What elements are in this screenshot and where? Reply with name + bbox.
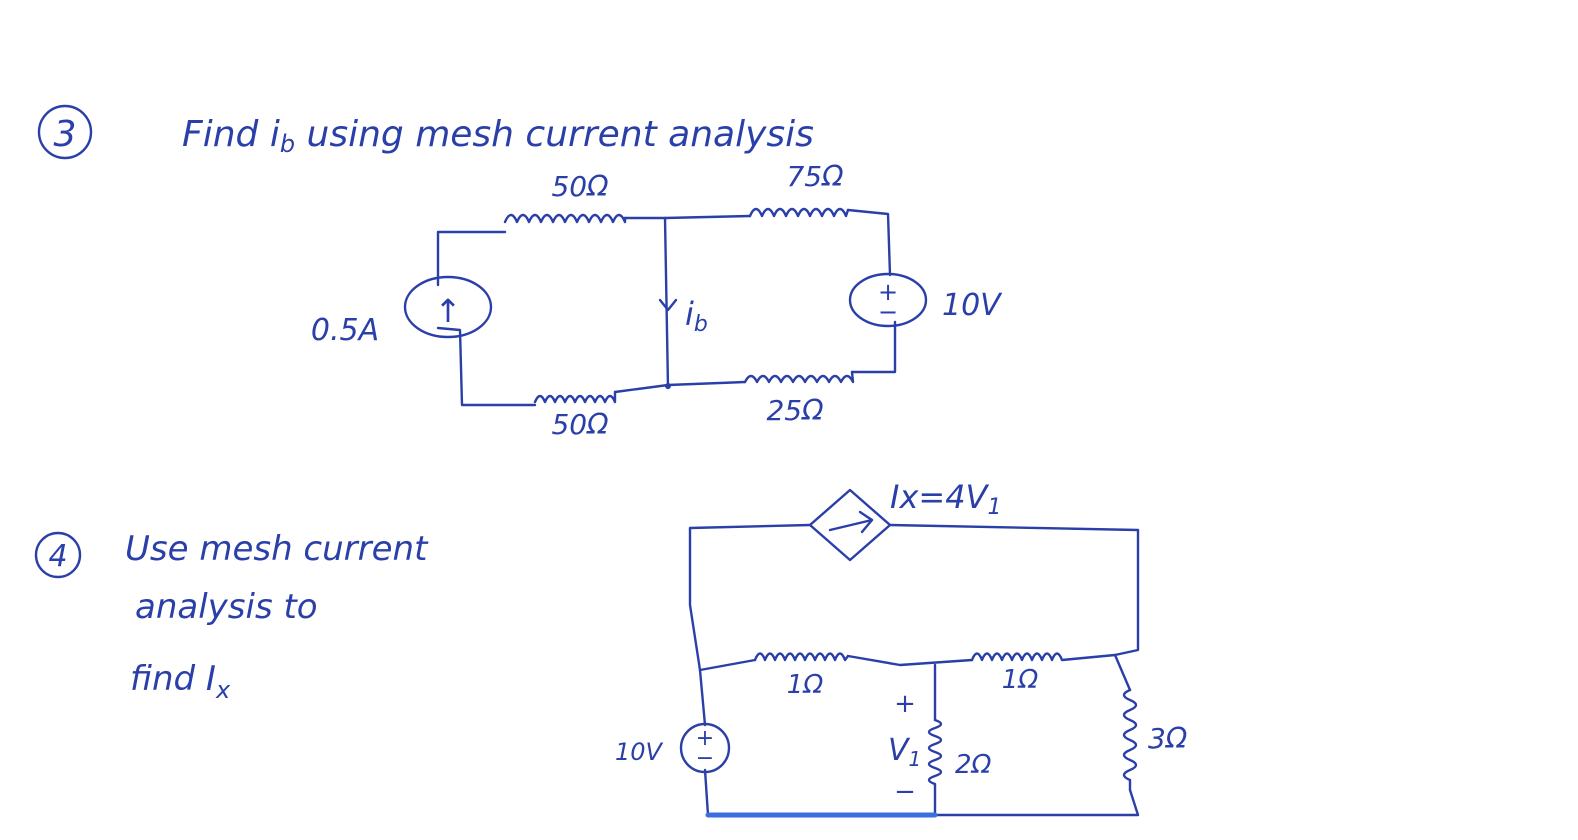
problem-3-prompt: Find ib using mesh current analysis bbox=[182, 114, 814, 158]
resistor-75-top bbox=[748, 207, 850, 218]
label-25-bottom: 25Ω bbox=[766, 394, 824, 427]
dependent-current-source-icon bbox=[808, 488, 892, 562]
resistor-25-bottom bbox=[743, 370, 855, 384]
resistor-3-right bbox=[1122, 688, 1138, 792]
problem-4-prompt-line-1: Use mesh current bbox=[125, 529, 429, 569]
label-75-top: 75Ω bbox=[786, 160, 844, 193]
problem-4-wires bbox=[688, 523, 1140, 818]
dependent-source-label: Ix=4V1 bbox=[890, 478, 1001, 520]
resistor-1-right bbox=[970, 652, 1117, 662]
svg-text:−: − bbox=[696, 746, 714, 771]
voltage-source-icon: + − bbox=[848, 272, 928, 328]
resistor-50-bottom bbox=[533, 390, 617, 404]
problem-4-number: 4 bbox=[48, 539, 67, 574]
label-3-right: 3Ω bbox=[1148, 722, 1188, 755]
label-2-center: 2Ω bbox=[955, 750, 992, 780]
problem-3: 3 Find ib using mesh current analysis 50… bbox=[37, 104, 1003, 441]
branch-current-label: ib bbox=[685, 295, 708, 337]
problem-4-prompt-line-3: find Ix bbox=[130, 659, 231, 704]
label-50-top: 50Ω bbox=[551, 170, 609, 203]
voltage-source-10v-icon: + − bbox=[679, 722, 731, 774]
voltage-source-label: 10V bbox=[942, 288, 1003, 323]
label-1-left: 1Ω bbox=[787, 670, 824, 700]
resistor-50-top bbox=[503, 213, 627, 224]
voltage-source-10v-label: 10V bbox=[615, 738, 664, 766]
resistor-1-left bbox=[753, 652, 850, 662]
problem-3-wires bbox=[436, 208, 897, 407]
svg-text:↑: ↑ bbox=[435, 292, 462, 330]
v1-label: V1 bbox=[888, 733, 921, 771]
problem-4: 4 Use mesh current analysis to find Ix I… bbox=[34, 478, 1188, 818]
problem-3-number: 3 bbox=[54, 114, 77, 155]
problem-4-prompt-line-2: analysis to bbox=[135, 587, 318, 627]
v1-minus: − bbox=[894, 777, 916, 807]
svg-text:−: − bbox=[878, 298, 898, 326]
label-50-bottom: 50Ω bbox=[551, 408, 609, 441]
svg-text:+: + bbox=[878, 278, 898, 306]
v1-plus: + bbox=[894, 689, 916, 719]
resistor-2-center bbox=[927, 718, 943, 787]
current-source-icon: ↑ bbox=[403, 275, 493, 339]
problem-3-number-circle bbox=[37, 104, 93, 160]
label-1-right: 1Ω bbox=[1002, 665, 1039, 695]
current-source-label: 0.5A bbox=[311, 313, 379, 348]
svg-text:+: + bbox=[696, 726, 714, 751]
problem-4-number-circle bbox=[34, 531, 82, 579]
